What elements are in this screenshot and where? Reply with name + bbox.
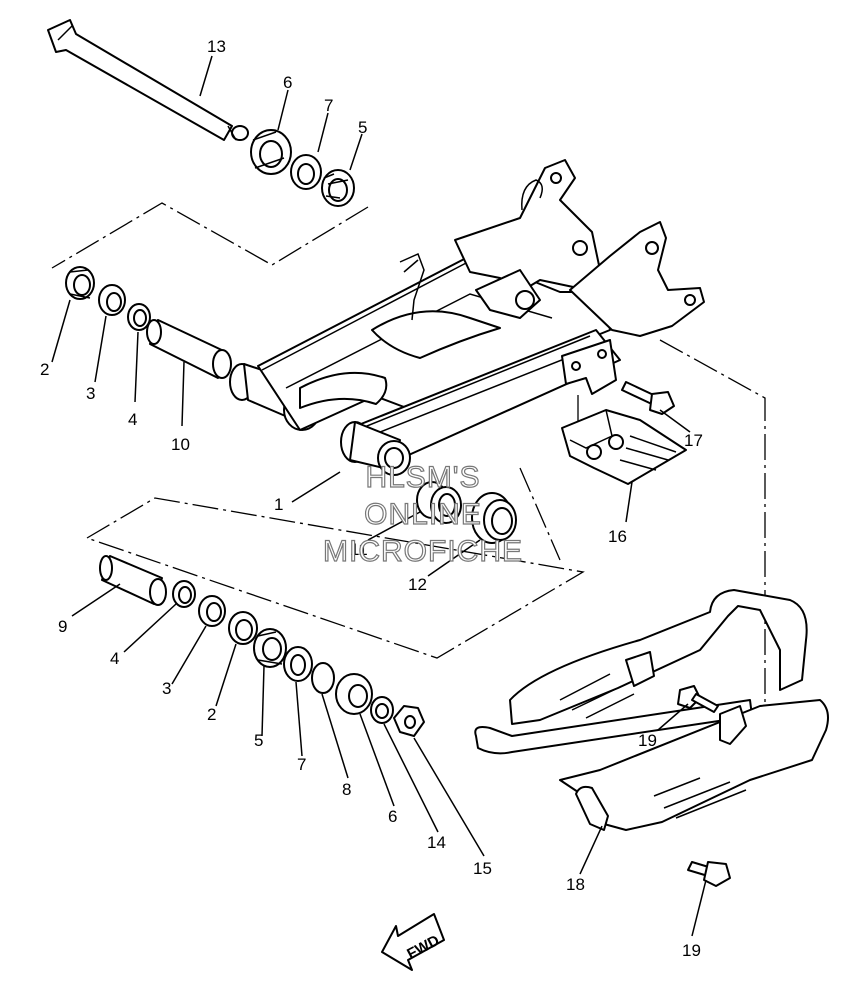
seal-collar — [416, 481, 517, 544]
callout-17: 17 — [684, 431, 703, 450]
callout-4-upper: 4 — [128, 410, 137, 429]
callout-3-lower: 3 — [162, 679, 171, 698]
bolts-19 — [677, 685, 731, 887]
watermark: HLSM'S ONLINE MICROFICHE — [322, 460, 523, 568]
fwd-arrow: FWD — [381, 913, 445, 971]
callout-16: 16 — [608, 527, 627, 546]
callout-19-lower: 19 — [682, 941, 701, 960]
callout-8: 8 — [342, 780, 351, 799]
upper-bearing-set — [250, 129, 355, 207]
lower-bearing-stack — [99, 555, 425, 737]
callout-3-upper: 3 — [86, 384, 95, 403]
callout-6-lower: 6 — [388, 807, 397, 826]
assembly-lines — [51, 202, 766, 738]
callout-7-lower: 7 — [297, 755, 306, 774]
callout-numbers: 13 6 7 5 2 3 4 10 1 11 12 16 17 9 4 3 2 … — [40, 37, 703, 960]
callout-5-upper: 5 — [358, 118, 367, 137]
leader-lines — [51, 55, 707, 937]
callout-18: 18 — [566, 875, 585, 894]
pivot-shaft — [47, 19, 249, 141]
callout-1: 1 — [274, 495, 283, 514]
callout-2-upper: 2 — [40, 360, 49, 379]
callout-5-lower: 5 — [254, 731, 263, 750]
swing-arm — [229, 159, 705, 476]
callout-13: 13 — [207, 37, 226, 56]
callout-6-upper: 6 — [283, 73, 292, 92]
bolt-17 — [621, 381, 675, 415]
callout-12: 12 — [408, 575, 427, 594]
rear-bumper — [474, 589, 829, 831]
callout-7-upper: 7 — [324, 96, 333, 115]
callout-11: 11 — [350, 540, 368, 559]
callout-15: 15 — [473, 859, 492, 878]
left-bearing-stack — [65, 266, 232, 379]
callout-14: 14 — [427, 833, 446, 852]
callout-2-lower: 2 — [207, 705, 216, 724]
callout-19-upper: 19 — [638, 731, 657, 750]
callout-4-lower: 4 — [110, 649, 119, 668]
callout-9: 9 — [58, 617, 67, 636]
watermark-line-1: HLSM'S — [365, 461, 480, 494]
chain-guard — [561, 409, 687, 485]
callout-10: 10 — [171, 435, 190, 454]
watermark-line-2: ONLINE — [364, 498, 482, 531]
watermark-line-3: MICROFICHE — [323, 535, 523, 568]
